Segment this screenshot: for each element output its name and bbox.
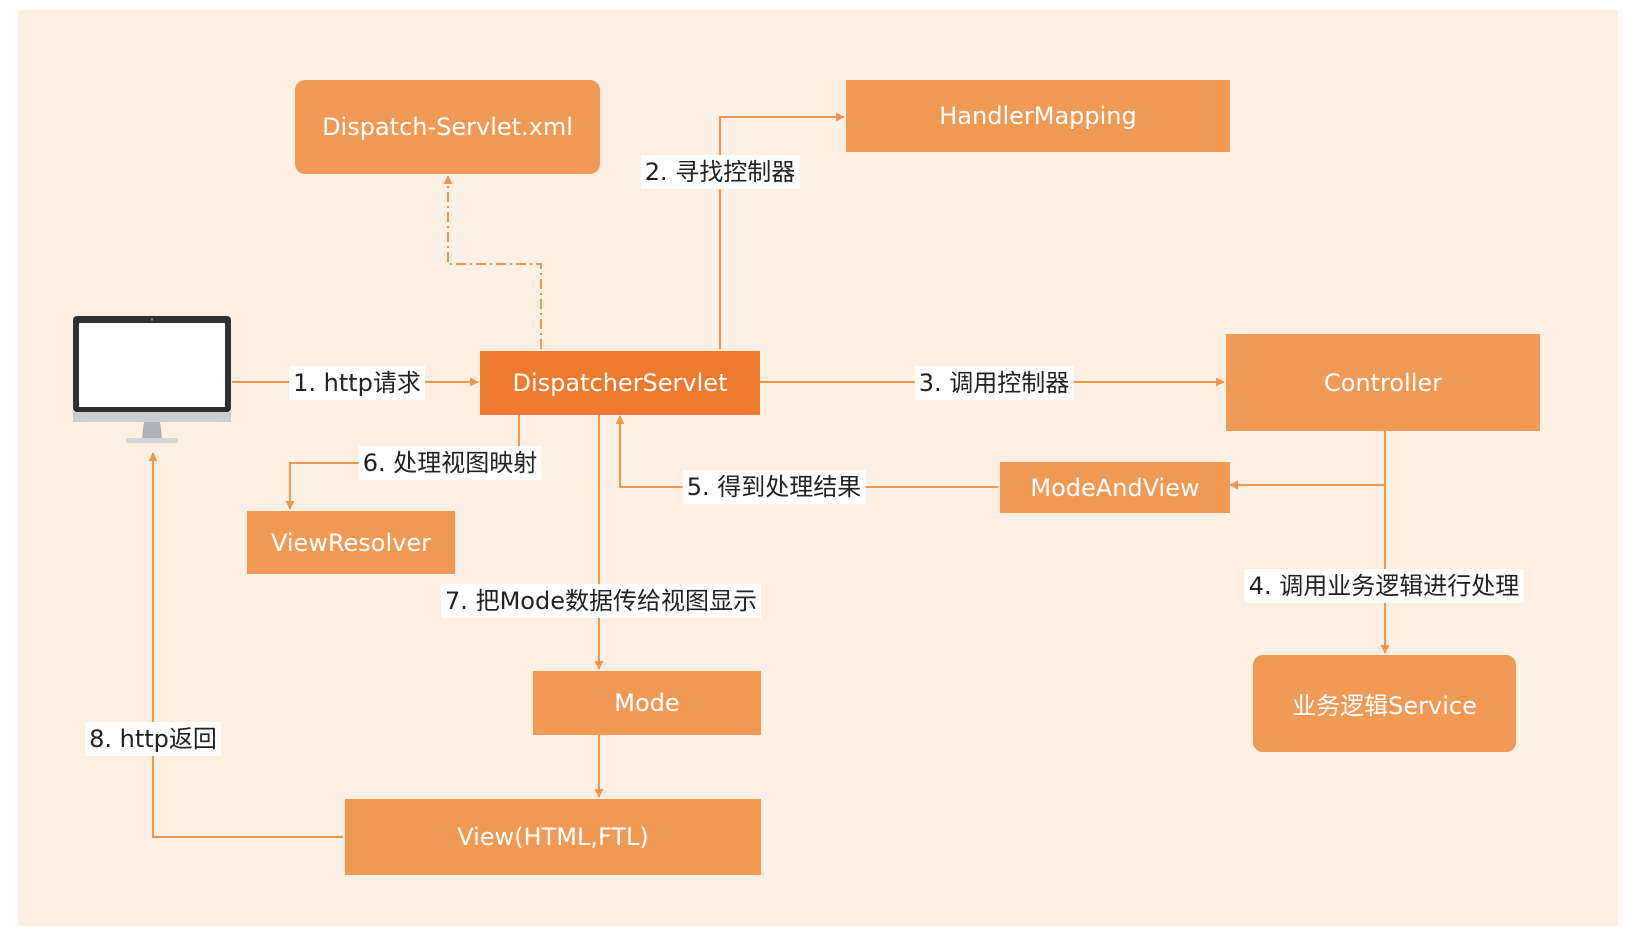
computer-monitor-icon: [72, 316, 232, 454]
edge-2-label: 2. 寻找控制器: [640, 155, 800, 189]
business-service-label: 业务逻辑Service: [1292, 692, 1477, 720]
mode-label: Mode: [614, 689, 680, 717]
edge-config-line: [443, 175, 542, 349]
handler-mapping-label: HandlerMapping: [939, 102, 1137, 130]
edge-4-label: 4. 调用业务逻辑进行处理: [1244, 569, 1524, 603]
dispatch-servlet-xml-box: Dispatch-Servlet.xml: [295, 80, 600, 174]
mode-box: Mode: [533, 671, 761, 735]
edge-7-label: 7. 把Mode数据传给视图显示: [441, 584, 761, 618]
edge-8-label: 8. http返回: [85, 722, 221, 756]
edge-controller-mav-line: [1229, 430, 1386, 490]
controller-label: Controller: [1323, 368, 1443, 397]
dispatch-servlet-xml-label: Dispatch-Servlet.xml: [322, 113, 573, 141]
view-label: View(HTML,FTL): [457, 823, 649, 851]
controller-box: Controller: [1226, 334, 1540, 431]
model-and-view-label: ModeAndView: [1030, 473, 1200, 502]
handler-mapping-box: HandlerMapping: [846, 80, 1230, 152]
edge-8-line: [148, 452, 343, 838]
view-box: View(HTML,FTL): [345, 799, 761, 875]
model-and-view-box: ModeAndView: [1000, 462, 1230, 513]
view-resolver-label: ViewResolver: [270, 528, 431, 557]
business-service-box: 业务逻辑Service: [1253, 655, 1516, 752]
edge-5-label: 5. 得到处理结果: [682, 470, 866, 504]
edge-6-label: 6. 处理视图映射: [358, 446, 542, 480]
edge-5-line: [615, 415, 998, 488]
edge-3-label: 3. 调用控制器: [914, 366, 1074, 400]
view-resolver-box: ViewResolver: [247, 511, 455, 574]
dispatcher-servlet-label: DispatcherServlet: [512, 369, 728, 397]
edge-2-line: [719, 112, 845, 349]
diagram-background: [18, 10, 1618, 926]
dispatcher-servlet-box: DispatcherServlet: [480, 351, 760, 415]
edge-1-label: 1. http请求: [289, 366, 425, 400]
